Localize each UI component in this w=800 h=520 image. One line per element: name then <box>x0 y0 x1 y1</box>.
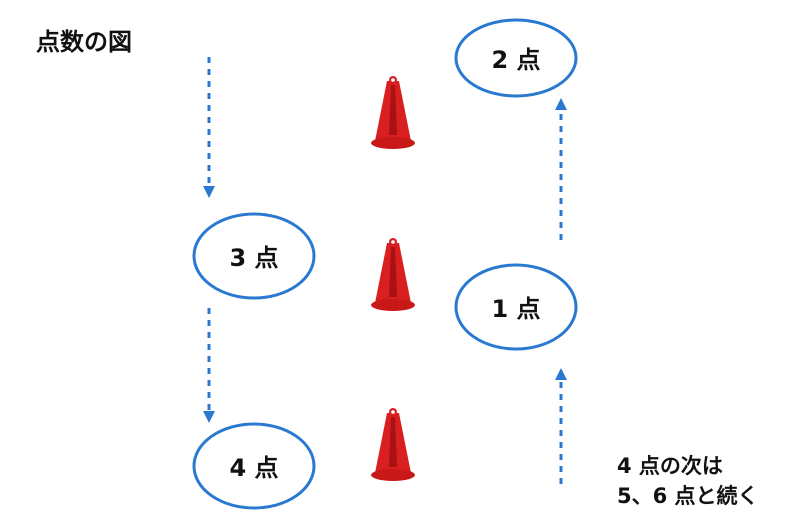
zone-label: 4 点 <box>229 454 278 482</box>
arrow-down-icon <box>203 308 215 423</box>
arrow-up-icon <box>555 368 567 484</box>
zone-4-points: 4 点 <box>192 422 316 510</box>
zone-label: 3 点 <box>229 244 278 272</box>
arrow-down-icon <box>203 57 215 198</box>
zone-3-points: 3 点 <box>192 212 316 300</box>
arrow-up-icon <box>555 98 567 240</box>
traffic-cone-icon <box>371 408 415 481</box>
zone-2-points: 2 点 <box>454 18 578 98</box>
zone-label: 1 点 <box>491 295 540 323</box>
note-line-1: 4 点の次は <box>617 454 723 478</box>
zone-label: 2 点 <box>491 46 540 74</box>
diagram-title: 点数の図 <box>36 28 132 56</box>
note-line-2: 5、6 点と続く <box>617 484 759 508</box>
traffic-cone-icon <box>371 238 415 311</box>
traffic-cone-icon <box>371 76 415 149</box>
zone-1-point: 1 点 <box>454 263 578 351</box>
